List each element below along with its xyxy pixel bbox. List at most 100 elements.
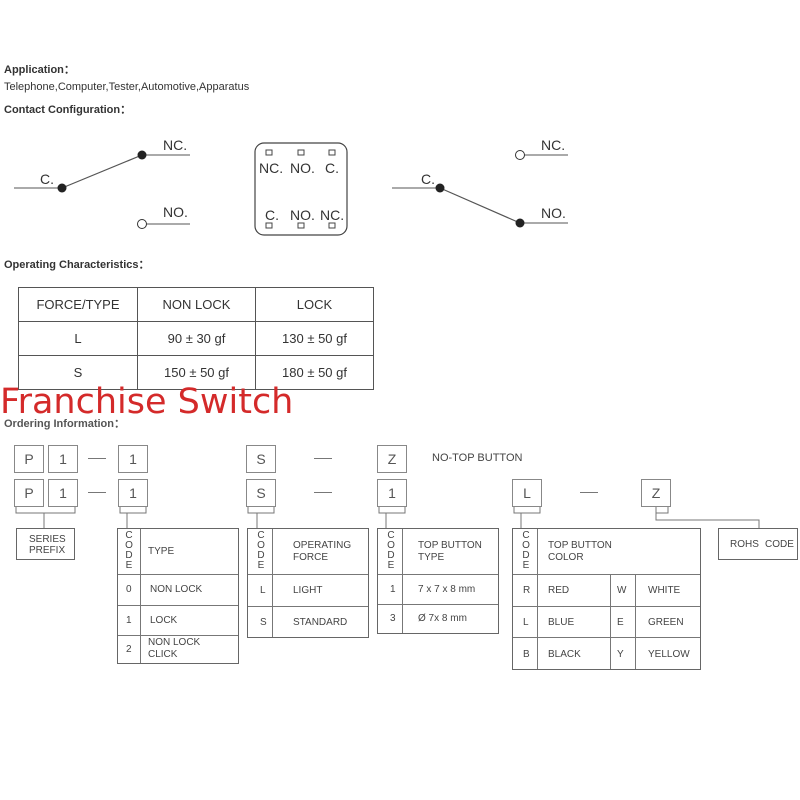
order-box-digit: 1 [48, 445, 78, 473]
button-code: 3 [390, 613, 396, 624]
table-header-row: FORCE/TYPE NON LOCK LOCK [18, 287, 374, 322]
code-letter: E [257, 560, 265, 571]
color-label: RED [548, 585, 570, 596]
code-letter: D [387, 550, 395, 561]
divider [635, 574, 636, 669]
type-code: 2 [126, 644, 132, 655]
order-box-force: S [246, 479, 276, 507]
box-no-top: NO. [290, 160, 315, 176]
box-nc-top: NC. [259, 160, 284, 176]
color-label: YELLOW [648, 649, 690, 660]
code-label: CODE [765, 539, 794, 550]
order-box-button: 1 [377, 479, 407, 507]
force-header: FORCE [293, 552, 328, 563]
code-letter: C [522, 530, 530, 541]
button-label: 7 x 7 x 8 mm [418, 584, 476, 595]
divider [378, 604, 498, 605]
code-letter: E [125, 560, 133, 571]
divider [402, 529, 403, 633]
divider [610, 574, 611, 669]
button-table: C O D E TOP BUTTON TYPE 1 7 x 7 x 8 mm 3… [377, 528, 499, 634]
left-c-label: C. [40, 171, 54, 187]
divider [118, 574, 238, 575]
watermark-text: Franchise Switch [0, 382, 294, 422]
box-no-bottom: NO. [290, 207, 315, 223]
left-nc-label: NC. [163, 137, 188, 153]
order-box-type: 1 [118, 445, 148, 473]
type-header: TYPE [148, 546, 175, 557]
table-cell: 130 ± 50 gf [255, 321, 374, 356]
force-label: LIGHT [293, 585, 323, 596]
color-label: WHITE [648, 585, 681, 596]
color-code: R [523, 585, 531, 596]
series-prefix-line2: PREFIX [29, 545, 66, 556]
table-cell: 90 ± 30 gf [137, 321, 256, 356]
code-letter: D [125, 550, 133, 561]
color-code: Y [617, 649, 624, 660]
order-box-series: P [14, 445, 44, 473]
application-text: Telephone,Computer,Tester,Automotive,App… [4, 81, 250, 93]
box-nc-bottom: NC. [320, 207, 345, 223]
code-letter: O [522, 540, 530, 551]
divider [378, 574, 498, 575]
divider [248, 606, 368, 607]
order-box-rohs: Z [641, 479, 671, 507]
button-label: Ø 7x 8 mm [418, 613, 467, 624]
divider [537, 529, 538, 669]
divider [140, 529, 141, 663]
button-header: TOP BUTTON [418, 540, 482, 551]
no-top-button-note: NO-TOP BUTTON [432, 452, 523, 464]
table-row: L 90 ± 30 gf 130 ± 50 gf [18, 321, 374, 356]
box-c-top: C. [325, 160, 339, 176]
color-code: W [617, 585, 627, 596]
left-no-label: NO. [163, 204, 188, 220]
ordering-title: Ordering Information： [4, 418, 125, 430]
color-label: BLACK [548, 649, 581, 660]
code-letter: C [387, 530, 395, 541]
operating-table: FORCE/TYPE NON LOCK LOCK L 90 ± 30 gf 13… [18, 287, 374, 390]
dash [314, 492, 332, 493]
bracket-connectors [15, 507, 760, 529]
force-code: S [260, 617, 267, 628]
divider [513, 574, 700, 575]
color-code: E [617, 617, 624, 628]
right-no-label: NO. [541, 205, 566, 221]
order-box-button: Z [377, 445, 407, 473]
code-letter: E [522, 560, 530, 571]
divider [513, 606, 700, 607]
type-code: 0 [126, 584, 132, 595]
divider [118, 635, 238, 636]
box-c-bottom: C. [265, 207, 279, 223]
color-label: BLUE [548, 617, 575, 628]
button-header: TYPE [418, 552, 445, 563]
order-box-force: S [246, 445, 276, 473]
divider [248, 574, 368, 575]
header-lock: LOCK [255, 287, 374, 322]
contact-diagram [14, 142, 568, 236]
rohs-code-box: ROHS CODE [718, 528, 798, 560]
table-cell: 180 ± 50 gf [255, 355, 374, 390]
type-label: CLICK [148, 649, 178, 660]
rohs-label: ROHS [730, 539, 759, 550]
operating-title: Operating Characteristics： [4, 259, 150, 271]
color-header: COLOR [548, 552, 584, 563]
dash [580, 492, 598, 493]
type-label: NON LOCK [150, 584, 203, 595]
code-letter: O [125, 540, 133, 551]
dash [314, 458, 332, 459]
code-letter: D [522, 550, 530, 561]
code-letter: E [387, 560, 395, 571]
color-code: L [523, 617, 529, 628]
code-letter: C [257, 530, 265, 541]
contact-title: Contact Configuration： [4, 104, 132, 116]
dash [88, 492, 106, 493]
code-letter: C [125, 530, 133, 541]
color-header: TOP BUTTON [548, 540, 612, 551]
table-row: S 150 ± 50 gf 180 ± 50 gf [18, 355, 374, 390]
dash [88, 458, 106, 459]
order-box-type: 1 [118, 479, 148, 507]
type-table: C O D E TYPE 0 NON LOCK 1 LOCK 2 NON LOC… [117, 528, 239, 664]
force-label: STANDARD [293, 617, 348, 628]
type-label: NON LOCK [148, 637, 201, 648]
divider [513, 637, 700, 638]
